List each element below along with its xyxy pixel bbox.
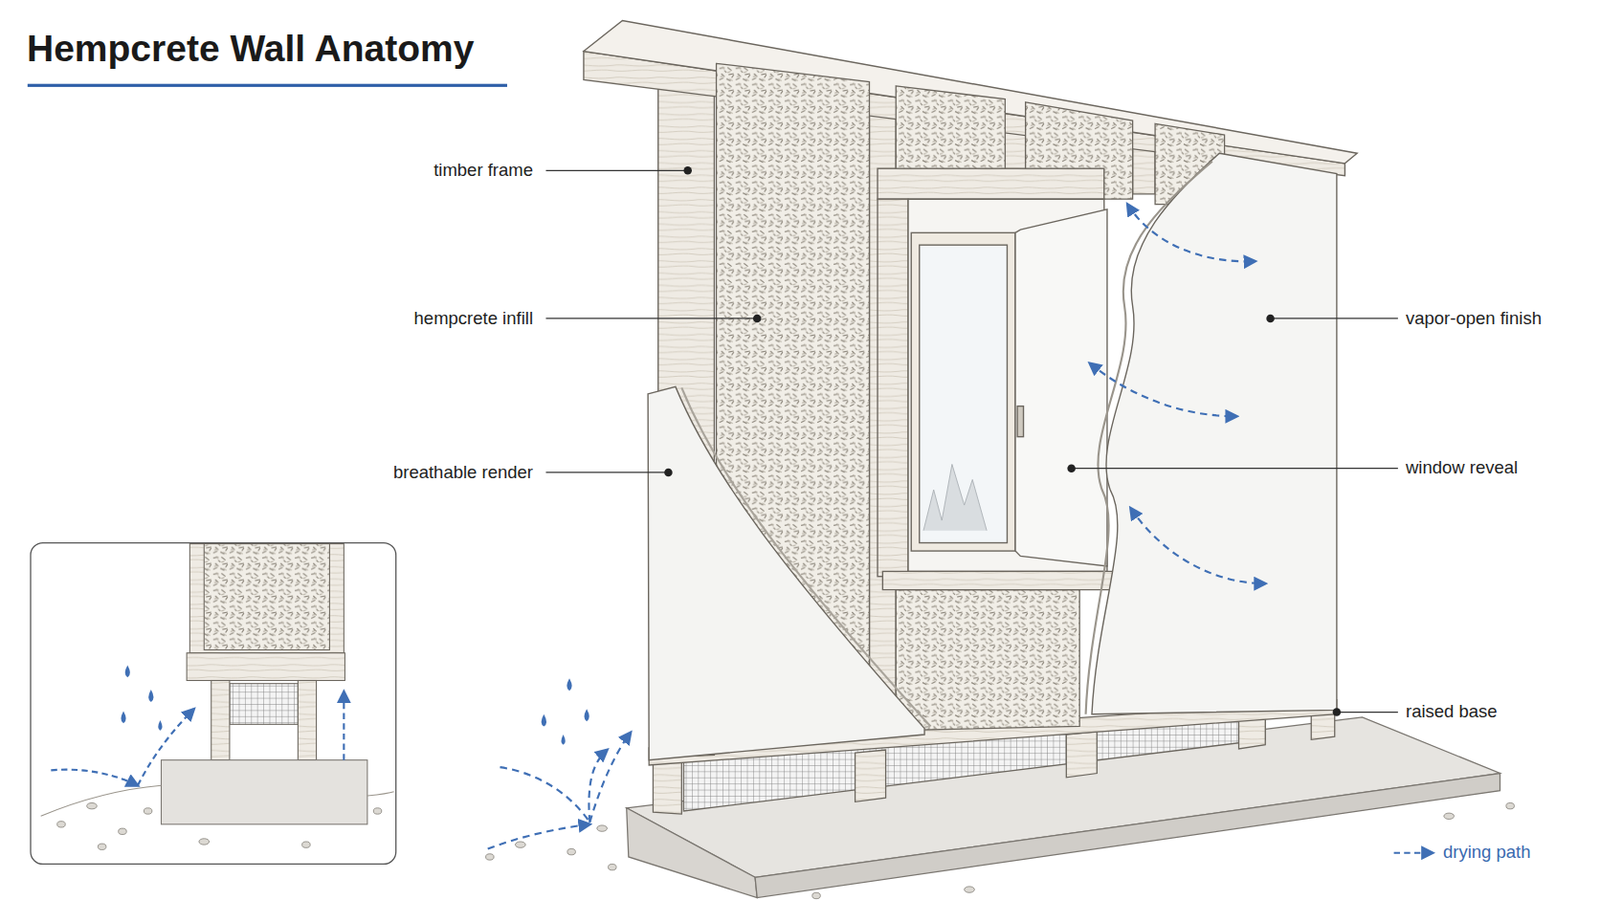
part-label: hempcrete infill [414,308,534,330]
part-label: window reveal [1405,457,1518,479]
finish-edge [1086,161,1213,715]
render-edge [681,387,931,727]
part-label: breathable render [393,462,534,484]
part-label: timber frame [433,159,534,181]
drying-path [488,204,1267,850]
water-drops [541,678,590,745]
legend-label: drying path [1443,842,1532,864]
gravel [486,802,1515,899]
leader-dot [664,166,1341,717]
window [877,168,1123,590]
breathable-render [647,386,925,760]
legend-sample [1394,852,1434,855]
vapor-open-finish [1091,153,1337,714]
inset-detail [30,543,397,866]
part-label: vapor-open finish [1405,308,1542,330]
title-underline [27,84,508,88]
diagram-title: Hempcrete Wall Anatomy [26,26,474,71]
part-label: raised base [1405,701,1498,723]
leader-line [545,170,1398,712]
